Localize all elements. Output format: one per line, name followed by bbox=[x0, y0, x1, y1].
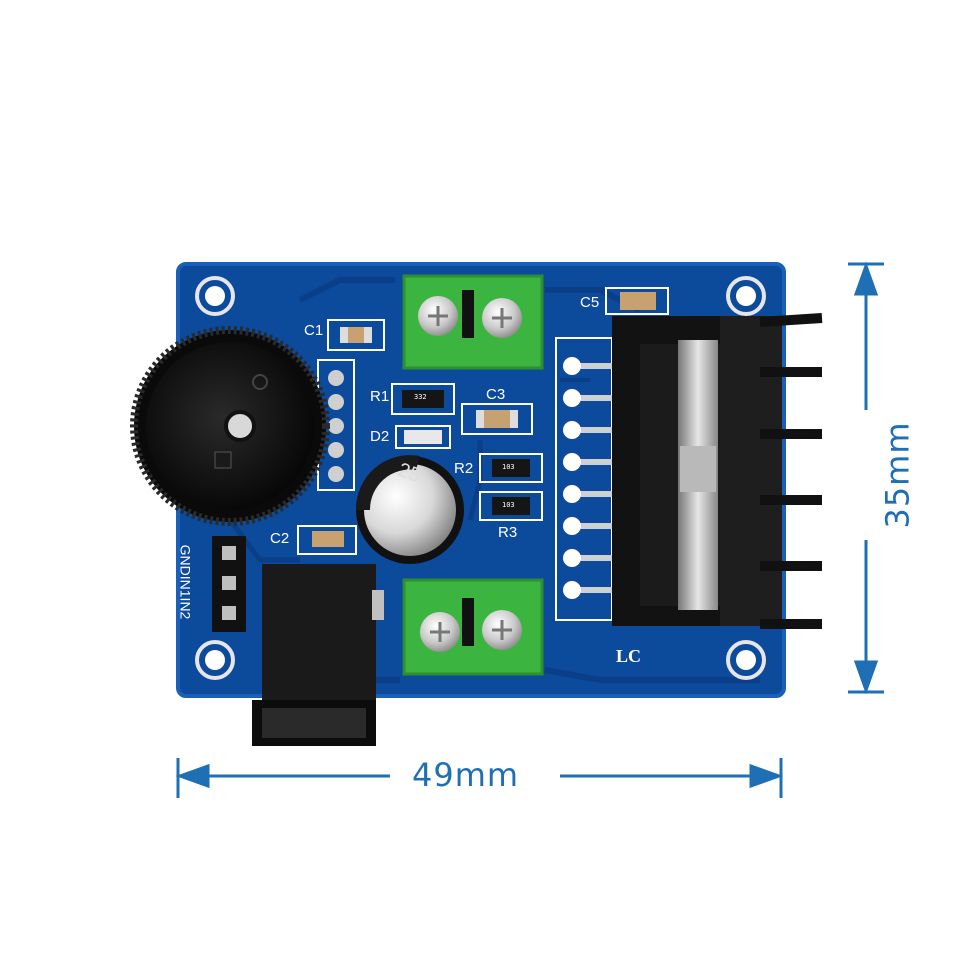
power-ic-icon bbox=[612, 313, 823, 629]
label-r3: R3 bbox=[498, 524, 518, 541]
label-header: GNDIN1IN2 bbox=[177, 544, 194, 620]
logo-lc: LC bbox=[616, 646, 642, 666]
label-c5: C5 bbox=[580, 294, 600, 311]
label-d2: D2 bbox=[370, 428, 390, 445]
width-dimension-label: 49mm bbox=[400, 756, 532, 794]
r2-code: 103 bbox=[502, 463, 515, 471]
capacitor-c1 bbox=[327, 319, 385, 351]
mounting-hole-icon bbox=[195, 276, 766, 680]
height-dimension-label: 35mm bbox=[878, 409, 917, 541]
dc-jack-icon bbox=[252, 564, 384, 746]
potentiometer-knob-icon bbox=[130, 326, 330, 526]
label-c3: C3 bbox=[486, 386, 506, 403]
screw-terminal-icon bbox=[402, 578, 544, 676]
label-c1: C1 bbox=[304, 322, 324, 339]
screw-terminal-icon bbox=[402, 274, 544, 370]
resistor-r3 bbox=[479, 491, 543, 521]
label-r2: R2 bbox=[454, 460, 474, 477]
electrolytic-capacitor-icon bbox=[355, 455, 464, 564]
capacitor-c5 bbox=[605, 287, 669, 315]
r1-code: 332 bbox=[414, 393, 427, 401]
resistor-r2 bbox=[479, 453, 543, 483]
capacitor-c2 bbox=[297, 525, 357, 555]
input-header bbox=[212, 536, 246, 632]
r3-code: 103 bbox=[502, 501, 515, 509]
label-c2: C2 bbox=[270, 530, 290, 547]
diode-d2 bbox=[395, 425, 451, 449]
label-r1: R1 bbox=[370, 388, 390, 405]
resistor-r1 bbox=[391, 383, 455, 415]
capacitor-c3 bbox=[461, 403, 533, 435]
pot-pins bbox=[317, 359, 355, 491]
